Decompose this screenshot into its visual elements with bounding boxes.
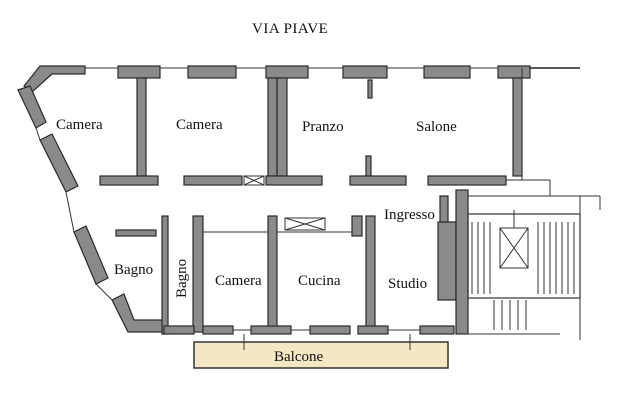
central-corridor-walls (99, 175, 550, 186)
label-camera-2: Camera (176, 117, 223, 133)
neighbor-edges (521, 68, 601, 210)
label-camera-1: Camera (56, 117, 103, 133)
label-bagno-2: Bagno (174, 259, 190, 298)
bottom-walls (163, 325, 455, 335)
stairwell (455, 189, 600, 340)
label-pranzo: Pranzo (302, 119, 344, 135)
label-cucina: Cucina (298, 273, 341, 289)
label-ingresso: Ingresso (384, 207, 435, 223)
label-studio: Studio (388, 276, 427, 292)
label-bagno-1: Bagno (114, 262, 153, 278)
label-camera-3: Camera (215, 273, 262, 289)
facade-walls (23, 65, 580, 93)
balcony-area (193, 341, 449, 369)
room-labels: Camera Camera Pranzo Salone Ingresso Bag… (56, 117, 457, 365)
label-balcone: Balcone (274, 349, 323, 365)
label-salone: Salone (416, 119, 457, 135)
left-facade-walls (17, 85, 165, 333)
street-name: VIA PIAVE (252, 21, 328, 37)
